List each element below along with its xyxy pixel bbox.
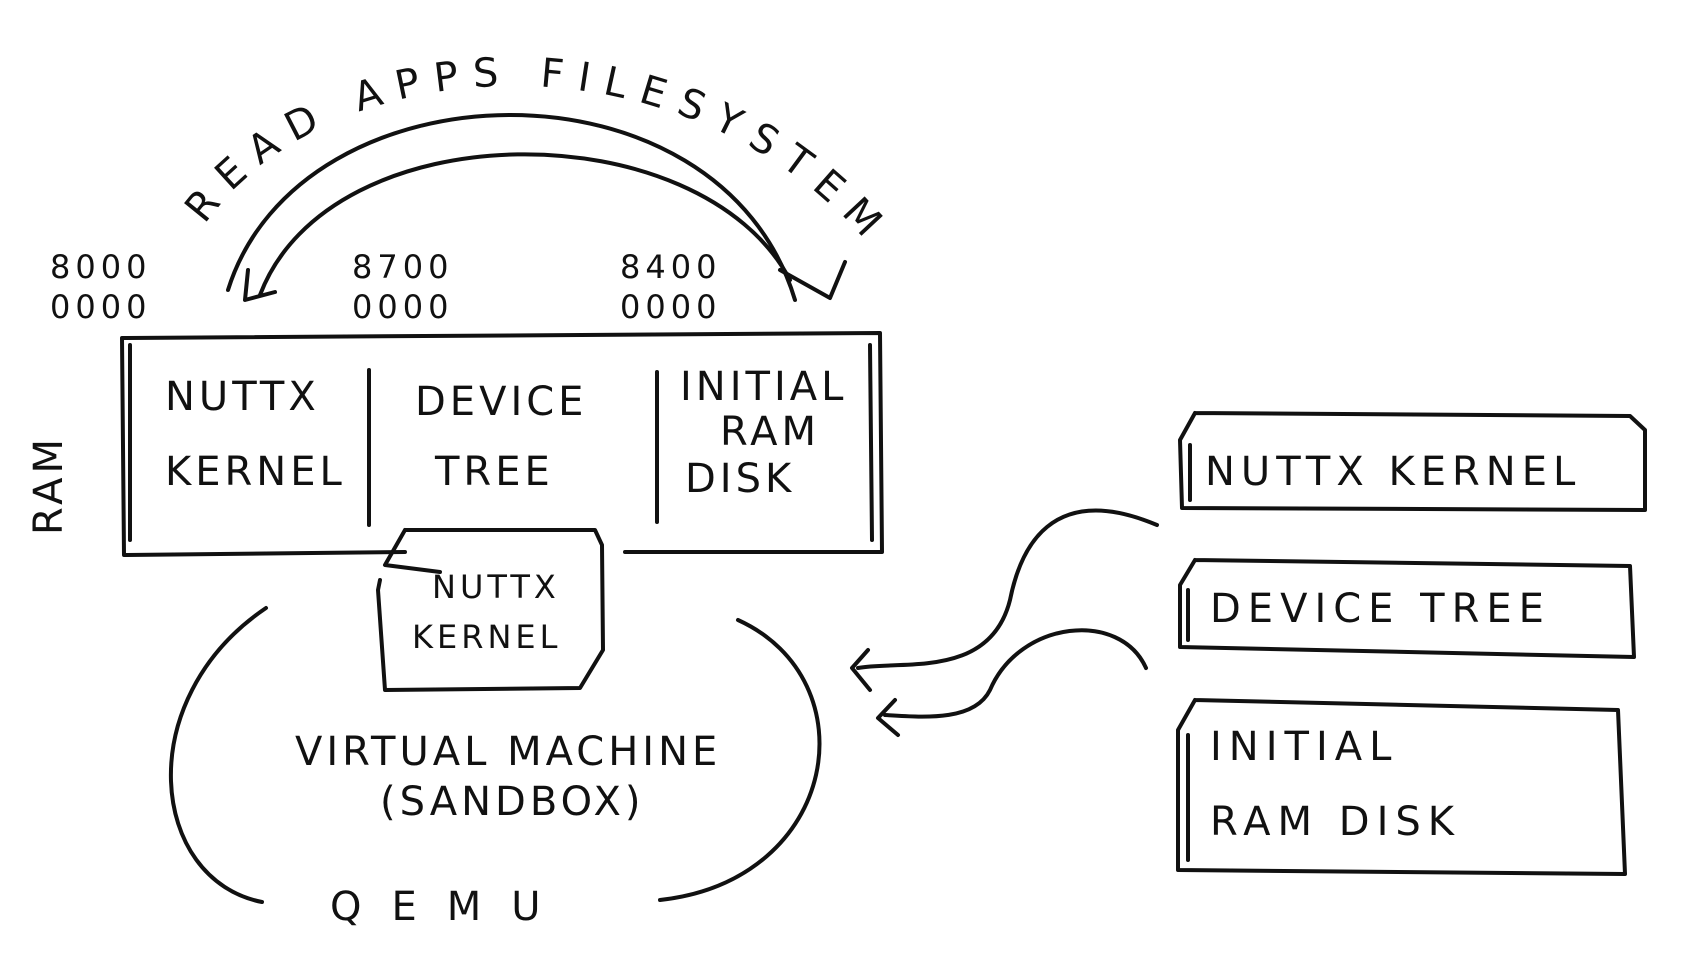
vm-kernel-box: NUTTX KERNEL [376, 528, 605, 692]
read-filesystem-arrow [226, 113, 847, 302]
svg-text:0000: 0000 [352, 288, 453, 326]
svg-text:NUTTX KERNEL: NUTTX KERNEL [1205, 449, 1581, 495]
ram-box [120, 331, 884, 557]
svg-text:RAM DISK: RAM DISK [1210, 799, 1461, 845]
ram-label: RAM [26, 435, 72, 535]
file-nuttx-kernel: NUTTX KERNEL [1178, 411, 1647, 512]
svg-text:INITIAL: INITIAL [1210, 724, 1398, 770]
vm-sandbox-label: (SANDBOX) [380, 779, 645, 825]
address-2: 8700 0000 [352, 248, 453, 326]
svg-text:0000: 0000 [50, 288, 151, 326]
address-1: 8000 0000 [50, 248, 151, 326]
svg-text:NUTTX: NUTTX [432, 568, 560, 606]
qemu-label: QEMU [330, 884, 571, 930]
file-device-tree: DEVICE TREE [1178, 558, 1636, 659]
ram-region-kernel: NUTTX KERNEL [165, 374, 346, 495]
svg-text:TREE: TREE [434, 449, 554, 495]
svg-text:KERNEL: KERNEL [412, 618, 561, 656]
qemu-boundary [169, 606, 822, 904]
svg-text:KERNEL: KERNEL [165, 449, 346, 495]
svg-text:NUTTX: NUTTX [165, 374, 320, 420]
address-3: 8400 0000 [620, 248, 721, 326]
svg-text:RAM: RAM [720, 409, 820, 455]
svg-text:8700: 8700 [352, 248, 453, 286]
svg-text:8400: 8400 [620, 248, 721, 286]
svg-text:DISK: DISK [685, 456, 795, 502]
vm-label: VIRTUAL MACHINE [295, 729, 721, 775]
load-arrows [850, 508, 1159, 737]
svg-text:8000: 8000 [50, 248, 151, 286]
ram-region-initrd: INITIAL RAM DISK [680, 364, 847, 502]
file-initrd: INITIAL RAM DISK [1176, 698, 1627, 876]
svg-text:INITIAL: INITIAL [680, 364, 847, 410]
svg-text:DEVICE: DEVICE [415, 379, 587, 425]
ram-region-device-tree: DEVICE TREE [415, 379, 587, 495]
svg-text:0000: 0000 [620, 288, 721, 326]
svg-text:DEVICE TREE: DEVICE TREE [1210, 586, 1551, 632]
